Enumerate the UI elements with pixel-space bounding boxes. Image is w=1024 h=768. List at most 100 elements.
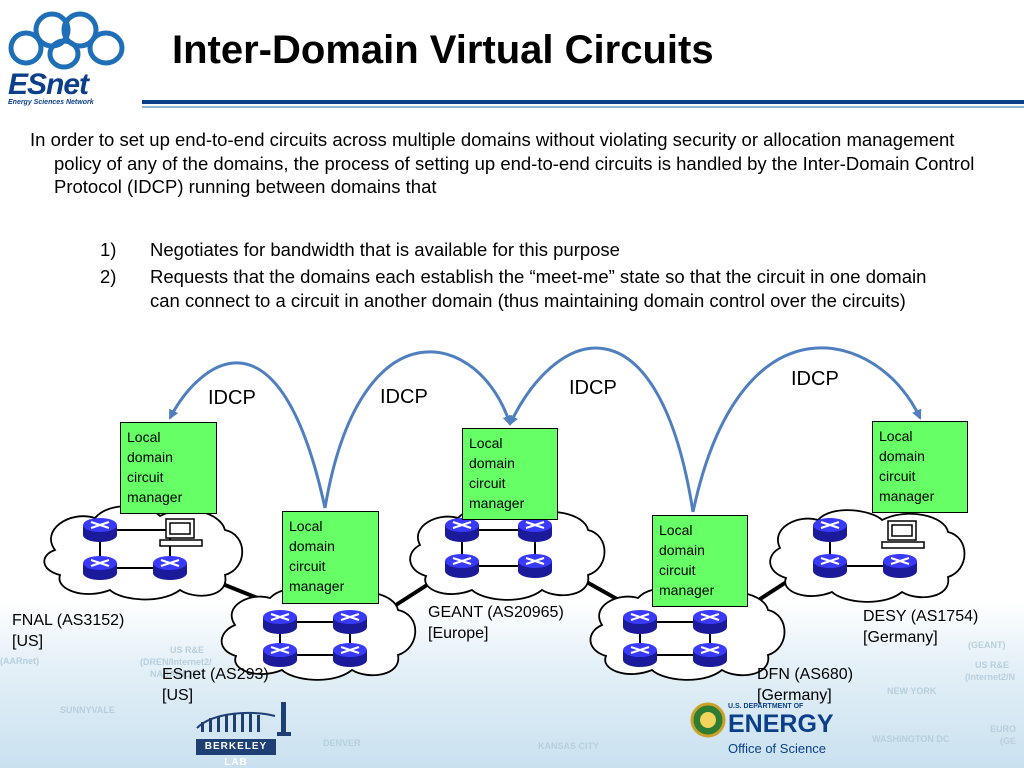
list-item-text: Requests that the domains each establish… bbox=[150, 266, 927, 311]
domain-region: [Europe] bbox=[428, 625, 489, 642]
manager-line: circuit bbox=[289, 558, 326, 574]
router-icon bbox=[517, 517, 553, 543]
manager-line: manager bbox=[879, 488, 935, 504]
map-label: WASHINGTON DC bbox=[872, 734, 950, 744]
router-icon bbox=[82, 517, 118, 543]
idcp-label: IDCP bbox=[569, 377, 617, 399]
dfn-internal-links bbox=[639, 621, 711, 656]
geant-internal-links bbox=[461, 529, 536, 567]
doe-office-of-science: Office of Science bbox=[728, 741, 827, 756]
map-label: US R&E bbox=[170, 645, 205, 655]
router-icon bbox=[444, 517, 480, 543]
router-icon bbox=[82, 555, 118, 581]
idcp-arc-dfn-desy bbox=[691, 346, 922, 513]
domain-label-esnet: ESnet (AS293) [US] bbox=[162, 664, 269, 706]
idcp-arc-esnet-geant bbox=[323, 350, 513, 509]
manager-line: domain bbox=[289, 538, 335, 554]
idcp-label: IDCP bbox=[791, 368, 839, 390]
list-item-text: Negotiates for bandwidth that is availab… bbox=[150, 239, 620, 260]
router-icon bbox=[517, 553, 553, 579]
manager-line: circuit bbox=[469, 475, 506, 491]
domain-manager-geant: Local domain circuit manager bbox=[462, 428, 558, 520]
workstation-icon bbox=[159, 518, 203, 547]
domain-manager-desy: Local domain circuit manager bbox=[872, 421, 968, 513]
map-label: (AARnet) bbox=[0, 656, 39, 666]
manager-line: manager bbox=[127, 489, 183, 505]
map-label: EURO bbox=[990, 724, 1017, 734]
map-label: (Internet2/N bbox=[965, 672, 1016, 682]
map-label: NEW YORK bbox=[887, 686, 937, 696]
domain-manager-dfn: Local domain circuit manager bbox=[652, 515, 748, 607]
map-label: (GEANT) bbox=[968, 640, 1006, 650]
domain-region: [Germany] bbox=[757, 687, 832, 704]
map-label: NASA/NLR) bbox=[150, 669, 200, 679]
berkeley-lab-wordmark: BERKELEY LAB bbox=[196, 739, 276, 768]
domain-region: [US] bbox=[162, 687, 194, 704]
idcp-label: IDCP bbox=[208, 387, 256, 409]
domain-name: DESY (AS1754) bbox=[863, 608, 979, 625]
doe-department: U.S. DEPARTMENT OF bbox=[728, 703, 804, 710]
title-divider bbox=[142, 100, 1024, 104]
manager-line: domain bbox=[127, 449, 173, 465]
domain-name: FNAL (AS3152) bbox=[12, 612, 125, 629]
cloud-desy bbox=[769, 509, 966, 603]
doe-energy-wordmark: ENERGY bbox=[728, 710, 834, 738]
router-icon bbox=[692, 642, 728, 668]
router-icon bbox=[882, 553, 918, 579]
slide-title: Inter-Domain Virtual Circuits bbox=[172, 28, 714, 72]
manager-line: domain bbox=[659, 542, 705, 558]
esnet-logo-wordmark: ESnet bbox=[8, 68, 89, 101]
cloud-geant bbox=[409, 507, 606, 601]
domain-manager-fnal: Local domain circuit manager bbox=[120, 422, 217, 514]
map-label: (GE bbox=[1000, 736, 1017, 746]
router-icon bbox=[812, 517, 848, 543]
fnal-internal-links bbox=[99, 529, 171, 569]
map-label: SUNNYVALE bbox=[60, 705, 115, 715]
esnet-logo-tagline: Energy Sciences Network bbox=[8, 99, 94, 106]
router-icon bbox=[332, 609, 368, 635]
domain-manager-esnet: Local domain circuit manager bbox=[282, 511, 379, 604]
router-icon bbox=[444, 553, 480, 579]
domain-label-desy: DESY (AS1754) [Germany] bbox=[863, 606, 978, 648]
router-icon bbox=[262, 609, 298, 635]
doe-seal-icon bbox=[690, 702, 726, 738]
list-item-number: 2) bbox=[100, 266, 117, 287]
map-label: KANSAS CITY bbox=[538, 741, 600, 751]
list-item-number: 1) bbox=[100, 239, 117, 260]
domain-label-dfn: DFN (AS680) [Germany] bbox=[757, 664, 853, 706]
manager-line: manager bbox=[469, 495, 525, 511]
router-icon bbox=[812, 553, 848, 579]
intro-text: In order to set up end-to-end circuits a… bbox=[30, 129, 975, 197]
router-icon bbox=[692, 609, 728, 635]
manager-line: circuit bbox=[879, 468, 916, 484]
manager-line: manager bbox=[659, 582, 715, 598]
router-icon bbox=[622, 609, 658, 635]
domain-region: [Germany] bbox=[863, 629, 938, 646]
manager-line: manager bbox=[289, 578, 345, 594]
domain-name: DFN (AS680) bbox=[757, 666, 854, 683]
router-icon bbox=[152, 555, 188, 581]
background-map bbox=[0, 600, 1024, 768]
manager-line: Local bbox=[289, 518, 323, 534]
cloud-fnal bbox=[43, 505, 243, 601]
esnet-logo bbox=[8, 11, 125, 70]
domain-name: GEANT (AS20965) bbox=[428, 604, 564, 621]
manager-line: Local bbox=[659, 522, 693, 538]
idcp-arc-dfn-geant bbox=[508, 346, 695, 513]
manager-line: domain bbox=[879, 448, 925, 464]
title-divider-accent bbox=[142, 106, 1024, 108]
domain-label-geant: GEANT (AS20965) [Europe] bbox=[428, 602, 564, 644]
workstation-icon bbox=[881, 520, 925, 549]
esnet-internal-links bbox=[279, 621, 351, 656]
manager-line: circuit bbox=[127, 469, 164, 485]
map-label: US R&E bbox=[975, 660, 1010, 670]
router-icon bbox=[332, 642, 368, 668]
domain-name: ESnet (AS293) bbox=[162, 666, 269, 683]
idcp-label: IDCP bbox=[380, 386, 428, 408]
manager-line: Local bbox=[879, 428, 913, 444]
domain-label-fnal: FNAL (AS3152) [US] bbox=[12, 610, 124, 652]
berkeley-lab-logo bbox=[196, 702, 291, 736]
domain-region: [US] bbox=[12, 633, 44, 650]
